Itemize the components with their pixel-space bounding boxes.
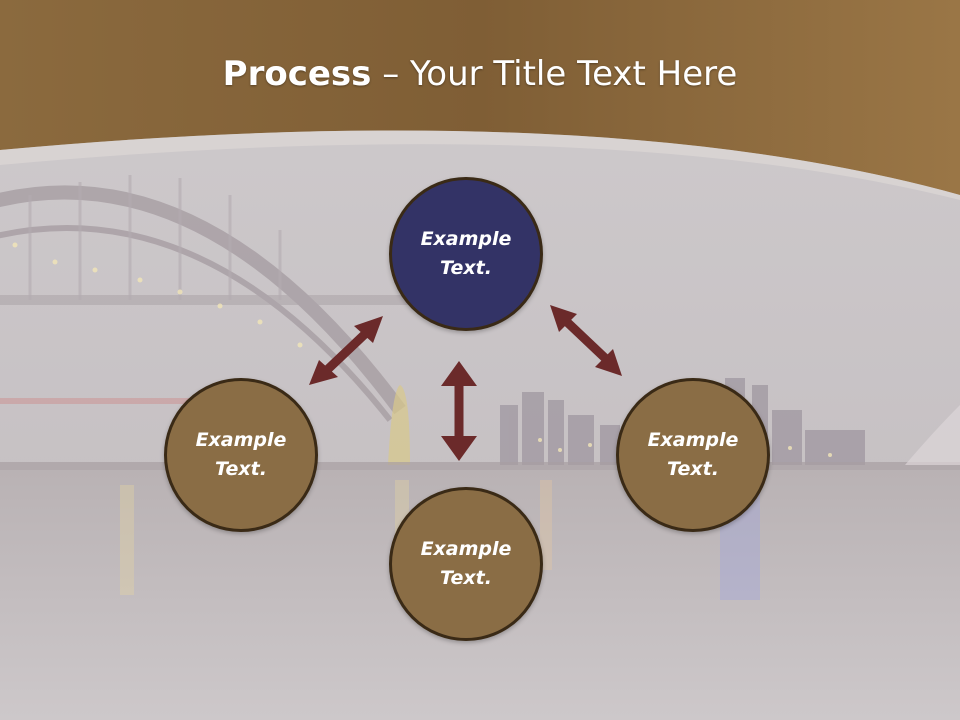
node-top: Example Text. <box>389 177 543 331</box>
title-dash: – <box>371 54 411 94</box>
title-bold: Process <box>222 54 372 94</box>
node-bottom-label: Example Text. <box>420 538 512 589</box>
node-top-label: Example Text. <box>420 228 512 279</box>
title-text: Your Title Text Here <box>410 54 738 94</box>
page-title: Process – Your Title Text Here <box>0 52 960 96</box>
node-left-label: Example Text. <box>195 429 287 480</box>
node-right-label: Example Text. <box>647 429 739 480</box>
node-right: Example Text. <box>616 378 770 532</box>
node-bottom: Example Text. <box>389 487 543 641</box>
node-left: Example Text. <box>164 378 318 532</box>
